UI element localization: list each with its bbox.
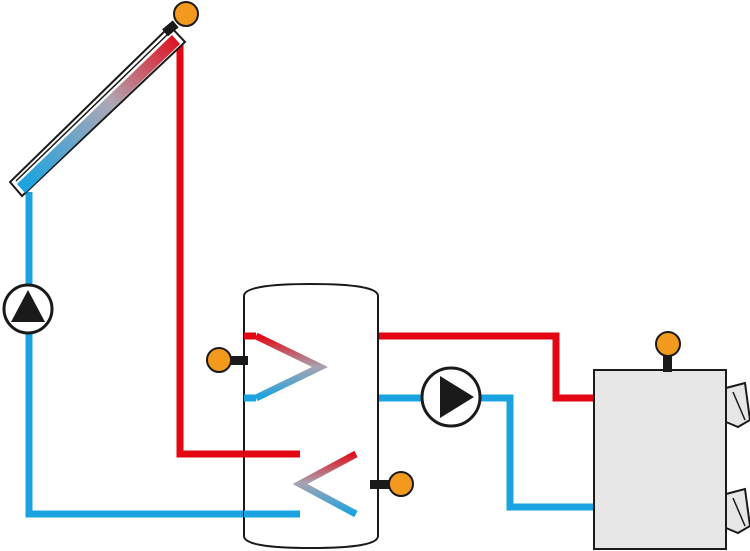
collector-temperature-sensor [162, 1, 199, 37]
boiler-hot-pipe [256, 332, 594, 402]
sensor-icon [655, 331, 681, 357]
tank-upper-temperature-sensor [206, 347, 248, 373]
sensor-icon [173, 1, 199, 27]
solar-circuit-pump [2, 283, 54, 335]
upper-heat-exchanger-coil [254, 332, 329, 402]
storage-tank [243, 282, 379, 550]
pump-icon [11, 290, 45, 322]
solar-collector [8, 24, 187, 198]
pump-icon [440, 376, 474, 418]
boiler-cold-pipe [256, 394, 594, 511]
tank-lower-temperature-sensor [370, 471, 414, 497]
lower-heat-exchanger-coil [292, 450, 358, 518]
boiler-temperature-sensor [655, 331, 681, 372]
sensor-icon [206, 347, 232, 373]
boiler-circuit-pump [420, 366, 482, 428]
sensor-icon [388, 471, 414, 497]
boiler [593, 369, 750, 550]
